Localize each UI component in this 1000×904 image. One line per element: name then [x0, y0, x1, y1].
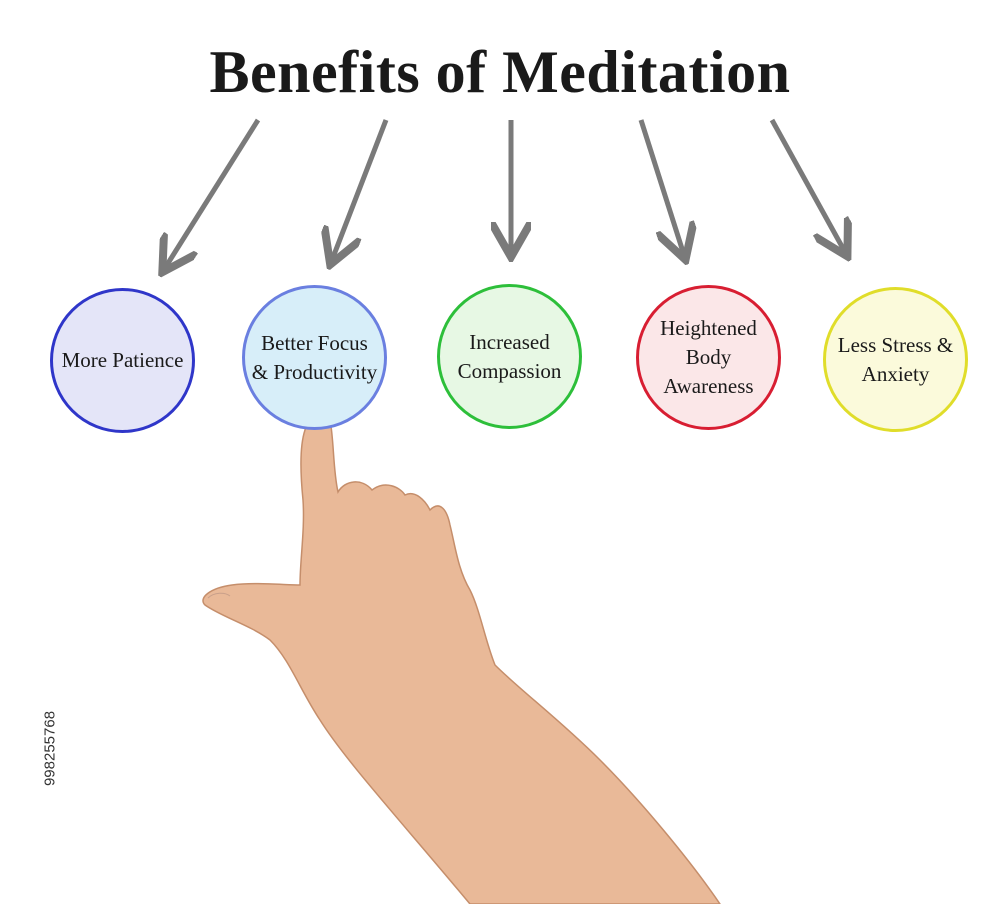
- benefit-circle-better-focus: Better Focus & Productivity: [242, 285, 387, 430]
- arrow-1: [165, 118, 261, 268]
- arrow-4: [638, 119, 684, 255]
- arrow-2: [332, 119, 389, 260]
- benefit-label: Better Focus & Productivity: [251, 330, 378, 384]
- benefit-label: Less Stress & Anxiety: [837, 332, 954, 386]
- benefit-circle-body-awareness: Heightened Body Awareness: [636, 285, 781, 430]
- benefit-label: More Patience: [61, 348, 184, 373]
- benefit-circle-increased-compassion: Increased Compassion: [437, 284, 582, 429]
- diagram-title: Benefits of Meditation: [209, 39, 791, 105]
- pointing-hand-image: [202, 409, 721, 904]
- stock-id-text: 998255768: [41, 710, 59, 787]
- benefit-circle-less-stress: Less Stress & Anxiety: [823, 287, 968, 432]
- benefit-circle-more-patience: More Patience: [50, 288, 195, 433]
- benefit-label: Heightened Body Awareness: [660, 316, 757, 398]
- arrow-5: [769, 118, 845, 252]
- benefit-label: Increased Compassion: [457, 329, 562, 383]
